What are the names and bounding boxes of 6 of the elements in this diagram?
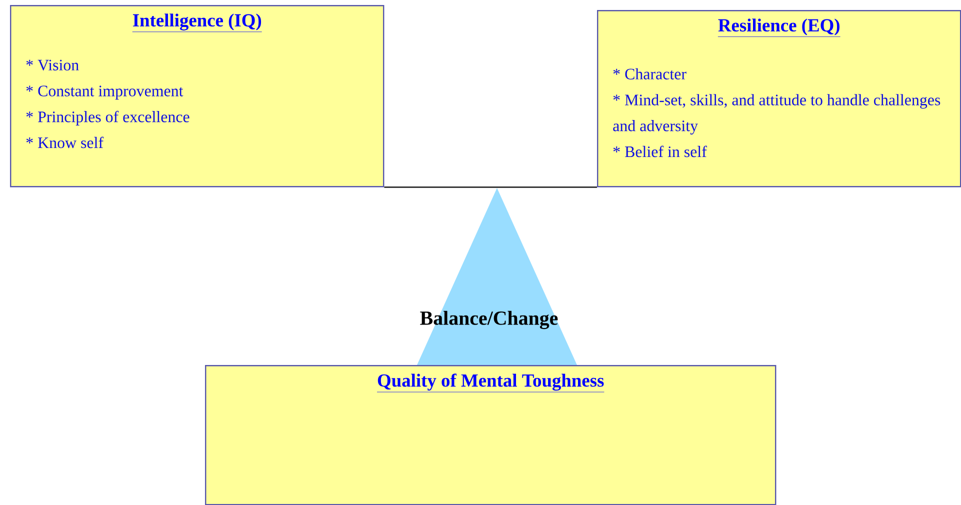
heading-box: Quality of Mental Toughness	[205, 365, 776, 505]
balance-label: Balance/Change	[420, 310, 558, 330]
text-box: Resilience (EQ) * Character * Mind-set, skills, and attitude to handle challenges and adversity * Belief in self	[597, 10, 961, 188]
text-box: Intelligence (IQ) * Vision * Constant improvement * Principles of excellence * Know self	[10, 5, 384, 188]
fulcrum-triangle	[417, 188, 577, 365]
beam-line	[384, 186, 597, 188]
